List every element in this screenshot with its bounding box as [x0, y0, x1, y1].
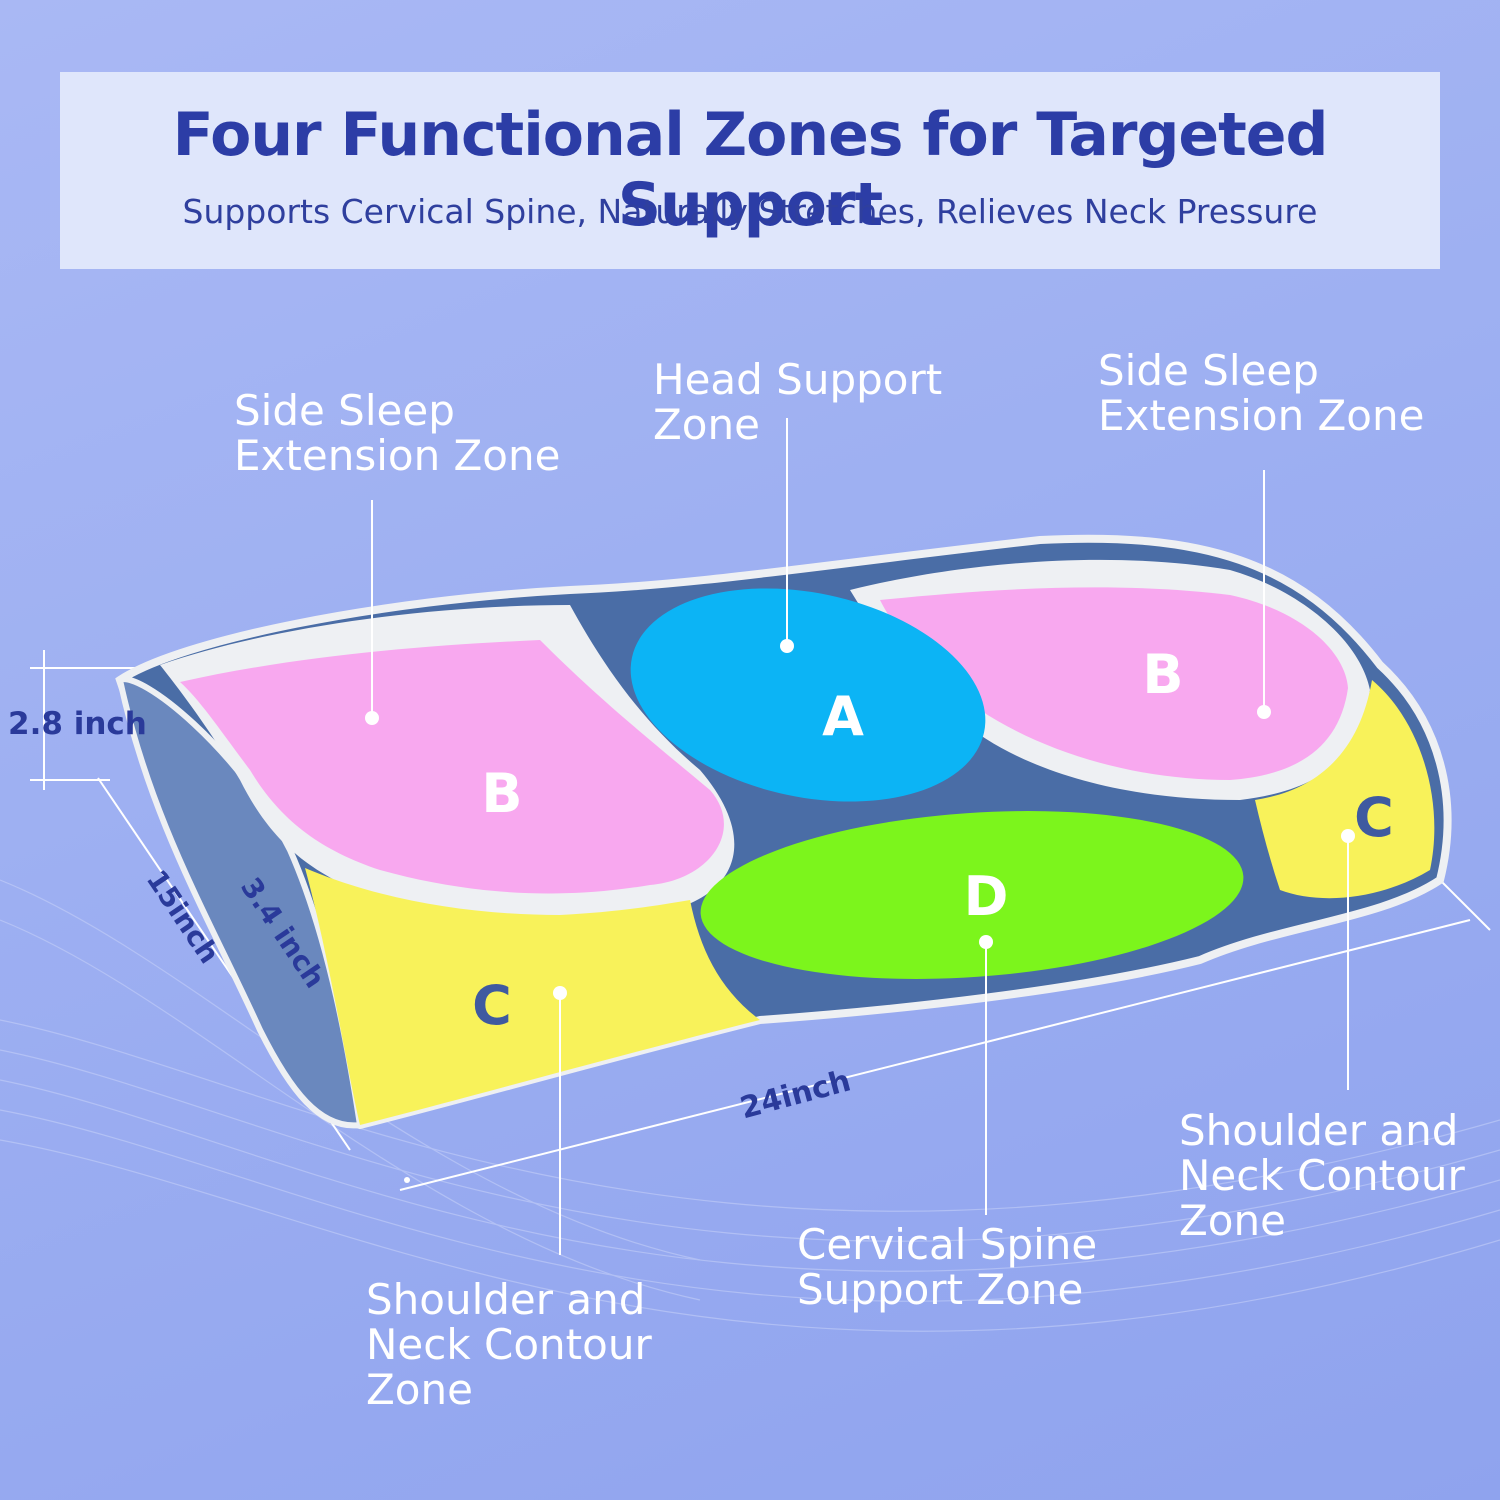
header-banner: Four Functional Zones for Targeted Suppo… [60, 72, 1440, 269]
zone-c-left-letter: C [472, 974, 512, 1037]
label-zone-b-left: Side Sleep Extension Zone [234, 386, 561, 480]
label-zone-c-right: Shoulder and Neck Contour Zone [1179, 1106, 1465, 1245]
zone-b-right-shape [880, 587, 1348, 780]
dimension-length: 24inch [737, 1063, 855, 1126]
zone-c-left-shape [305, 868, 760, 1125]
label-zone-d: Cervical Spine Support Zone [797, 1220, 1098, 1314]
zone-b-left-shape [180, 640, 724, 894]
label-zone-b-right: Side Sleep Extension Zone [1098, 346, 1425, 440]
zone-b-right-letter: B [1142, 643, 1183, 706]
callout-dots [365, 639, 1355, 1183]
zone-d-letter: D [964, 865, 1009, 928]
label-zone-c-left: Shoulder and Neck Contour Zone [366, 1275, 652, 1414]
dimension-height-low: 2.8 inch [8, 706, 147, 742]
zone-b-left-letter: B [481, 762, 522, 825]
page-subtitle: Supports Cervical Spine, Naturally Stret… [182, 192, 1318, 231]
zone-c-right-shape [1255, 680, 1435, 899]
page-title: Four Functional Zones for Targeted Suppo… [172, 100, 1329, 240]
zone-d-shape [700, 811, 1244, 979]
zone-a-shape [630, 588, 986, 802]
label-zone-a: Head Support Zone [653, 355, 943, 449]
zone-c-right-letter: C [1354, 786, 1394, 849]
callout-lines [371, 418, 1349, 1255]
zone-a-letter: A [822, 685, 864, 748]
